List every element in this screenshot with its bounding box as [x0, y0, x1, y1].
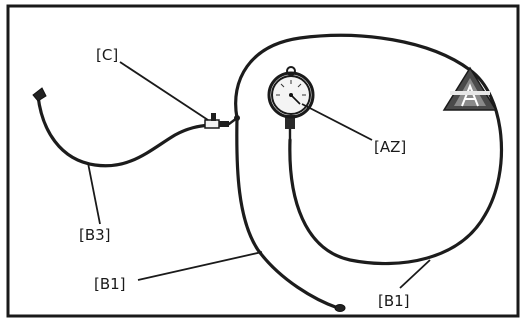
label-b1-right: [B1] [378, 292, 410, 310]
label-c: [C] [96, 46, 118, 64]
hose-b1-loop [234, 33, 504, 266]
leader-b1-left [137, 251, 263, 281]
leader-b1-right [399, 259, 431, 289]
hose-b3 [36, 94, 212, 168]
hose-b1-end-fitting [334, 304, 346, 312]
leader-c [119, 61, 209, 121]
triangle-a-logo-icon [442, 66, 498, 111]
label-az: [AZ] [374, 138, 406, 156]
label-b3: [B3] [79, 226, 111, 244]
label-b1-left: [B1] [94, 275, 126, 293]
pressure-gauge-icon [267, 66, 315, 142]
schrader-valve-icon [204, 113, 240, 129]
hose-b1-lower [235, 116, 340, 310]
leader-b3 [87, 162, 101, 225]
hose-b3-end-fitting [32, 87, 47, 102]
figure-frame [6, 4, 520, 318]
leader-az [301, 103, 373, 141]
